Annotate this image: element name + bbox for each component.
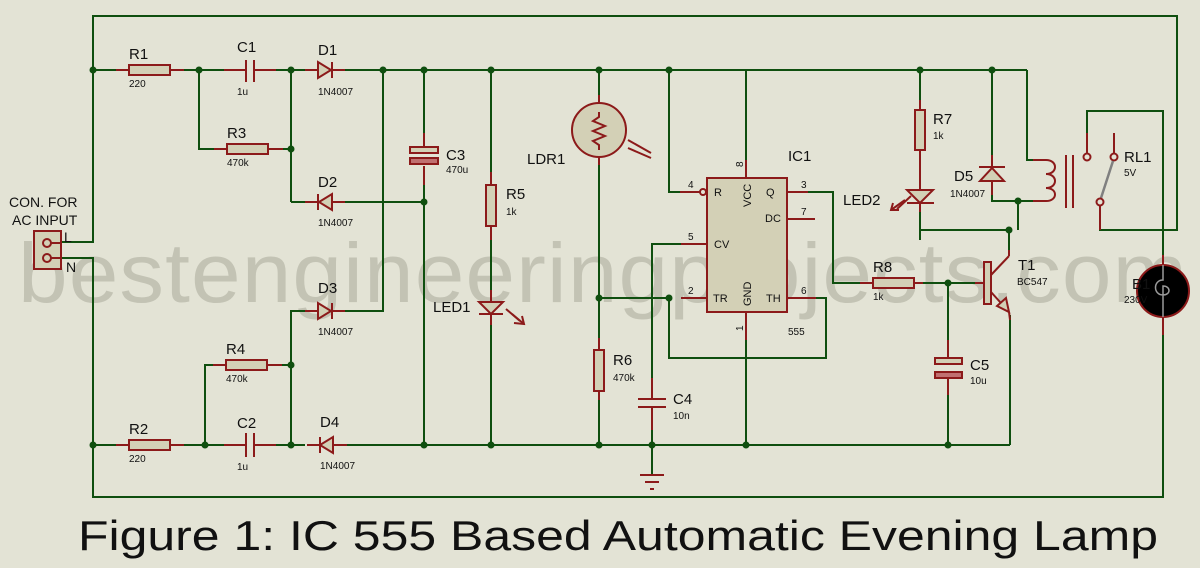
ic1-pin-num-4: 4 [688,180,694,191]
r3-value: 470k [227,158,250,169]
c3-value: 470u [446,165,468,176]
r1-value: 220 [129,79,146,90]
d3-value: 1N4007 [318,327,353,338]
d2-ref: D2 [318,174,337,191]
diode-d5: D5 1N4007 [950,155,1007,200]
led1-ref: LED1 [433,299,471,316]
c4-ref: C4 [673,391,692,408]
t1-value: BC547 [1017,277,1048,288]
ic1-pin-num-6: 6 [801,286,807,297]
led2-ref: LED2 [843,192,881,209]
r4-ref: R4 [226,341,245,358]
resistor-r7: R7 1k [914,100,952,160]
c5-value: 10u [970,376,987,387]
d1-value: 1N4007 [318,87,353,98]
resistor-r4: R4 470k [213,341,282,385]
d1-ref: D1 [318,42,337,59]
diode-d3: D3 1N4007 [305,280,353,338]
ic1-pin-num-3: 3 [801,180,807,191]
r7-value: 1k [933,131,945,142]
ic1-pin-cv: CV [714,239,730,251]
b1-ref: B1 [1132,276,1150,293]
r3-ref: R3 [227,125,246,142]
r5-value: 1k [506,207,518,218]
r8-ref: R8 [873,259,892,276]
resistor-r6: R6 470k [593,338,636,400]
c1-ref: C1 [237,39,256,56]
c1-value: 1u [237,87,248,98]
resistor-r3: R3 470k [214,125,283,169]
ic1-pin-gnd: GND [742,282,754,307]
r8-value: 1k [873,292,885,303]
capacitor-c4: C4 10n [638,378,692,430]
connector-pin-l: L [64,229,72,245]
connector-label-line1: CON. FOR [9,194,77,210]
ldr1: LDR1 [527,95,652,168]
connector-pin-n: N [66,259,76,275]
c2-ref: C2 [237,415,256,432]
ic1-pin-r: R [714,187,722,199]
r5-ref: R5 [506,186,525,203]
figure-caption: Figure 1: IC 555 Based Automatic Evening… [78,512,1158,559]
ic1-pin-vcc: VCC [742,184,754,207]
led1: LED1 [433,290,526,326]
relay-rl1: RL1 5V [1033,133,1152,230]
ic1-pin-num-1: 1 [735,325,746,331]
diode-d4: D4 1N4007 [307,414,355,472]
c4-value: 10n [673,411,690,422]
r2-value: 220 [129,454,146,465]
ground-icon [640,474,664,490]
r2-ref: R2 [129,421,148,438]
junction-dots [89,66,1022,449]
ldr1-ref: LDR1 [527,151,565,168]
ic1-pin-num-7: 7 [801,207,807,218]
d4-ref: D4 [320,414,339,431]
ic1-value: 555 [788,327,805,338]
resistor-r1: R1 220 [116,46,184,90]
c3-ref: C3 [446,147,465,164]
ic1-pin-th: TH [766,293,781,305]
lamp-b1: B1 230V [1124,255,1190,335]
capacitor-c5: C5 10u [934,340,989,395]
ic1-pin-num-2: 2 [688,286,694,297]
r4-value: 470k [226,374,249,385]
rl1-ref: RL1 [1124,149,1152,166]
r6-value: 470k [613,373,636,384]
d4-value: 1N4007 [320,461,355,472]
resistor-r8: R8 1k [860,259,923,303]
d2-value: 1N4007 [318,218,353,229]
capacitor-c2: C2 1u [224,415,276,473]
ic1-pin-num-5: 5 [688,232,694,243]
c5-ref: C5 [970,357,989,374]
ic1-pin-tr: TR [713,293,728,305]
b1-value: 230V [1124,295,1148,306]
t1-ref: T1 [1018,257,1036,274]
r7-ref: R7 [933,111,952,128]
resistor-r2: R2 220 [116,421,184,465]
ic1-pin-dc: DC [765,213,781,225]
ac-input-connector: CON. FOR AC INPUT L N [9,194,78,275]
capacitor-c3: C3 470u [409,133,468,185]
transistor-t1: T1 BC547 [975,250,1048,321]
r6-ref: R6 [613,352,632,369]
ic1-pin-q: Q [766,187,775,199]
rl1-value: 5V [1124,168,1137,179]
led2: LED2 [843,160,936,212]
d5-value: 1N4007 [950,189,985,200]
ic1-pin-num-8: 8 [735,161,746,167]
c2-value: 1u [237,462,248,473]
d5-ref: D5 [954,168,973,185]
connector-label-line2: AC INPUT [12,212,78,228]
capacitor-c1: C1 1u [224,39,276,98]
diode-d1: D1 1N4007 [305,42,353,98]
watermark-text: bestengineeringprojects.com [18,226,1188,320]
resistor-r5: R5 1k [485,172,525,240]
wires [62,15,1178,498]
ic1-555-timer: R Q DC CV TR TH VCC GND 4 8 3 7 5 2 6 1 … [680,148,816,340]
ic1-ref: IC1 [788,148,811,165]
d3-ref: D3 [318,280,337,297]
diode-d2: D2 1N4007 [305,174,353,229]
r1-ref: R1 [129,46,148,63]
